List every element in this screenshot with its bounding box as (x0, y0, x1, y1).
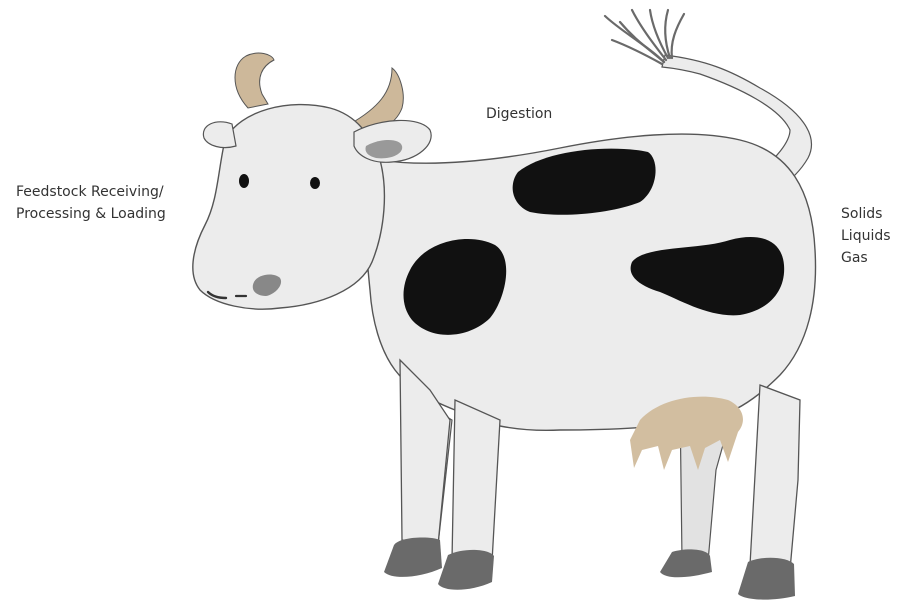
output-liquids: Liquids (841, 225, 891, 247)
feedstock-label: Feedstock Receiving/ Processing & Loadin… (16, 181, 166, 225)
tail-tuft (605, 10, 684, 64)
hoof-back-far (660, 549, 712, 577)
hoof-back-near (738, 558, 795, 600)
hoof-front-left (384, 537, 442, 576)
cow-horn-left (235, 53, 274, 108)
feedstock-label-line1: Feedstock Receiving/ (16, 181, 166, 203)
front-leg-near-2 (452, 400, 500, 562)
feedstock-label-line2: Processing & Loading (16, 203, 166, 225)
hoof-front-right (438, 550, 494, 590)
cow-ear-left (203, 122, 236, 148)
cow-eye-left (239, 174, 249, 188)
output-gas: Gas (841, 247, 891, 269)
outputs-label: Solids Liquids Gas (841, 203, 891, 269)
digestion-label: Digestion (486, 103, 552, 125)
back-leg-near (750, 385, 800, 570)
output-solids: Solids (841, 203, 891, 225)
cow-eye-right (310, 177, 320, 189)
